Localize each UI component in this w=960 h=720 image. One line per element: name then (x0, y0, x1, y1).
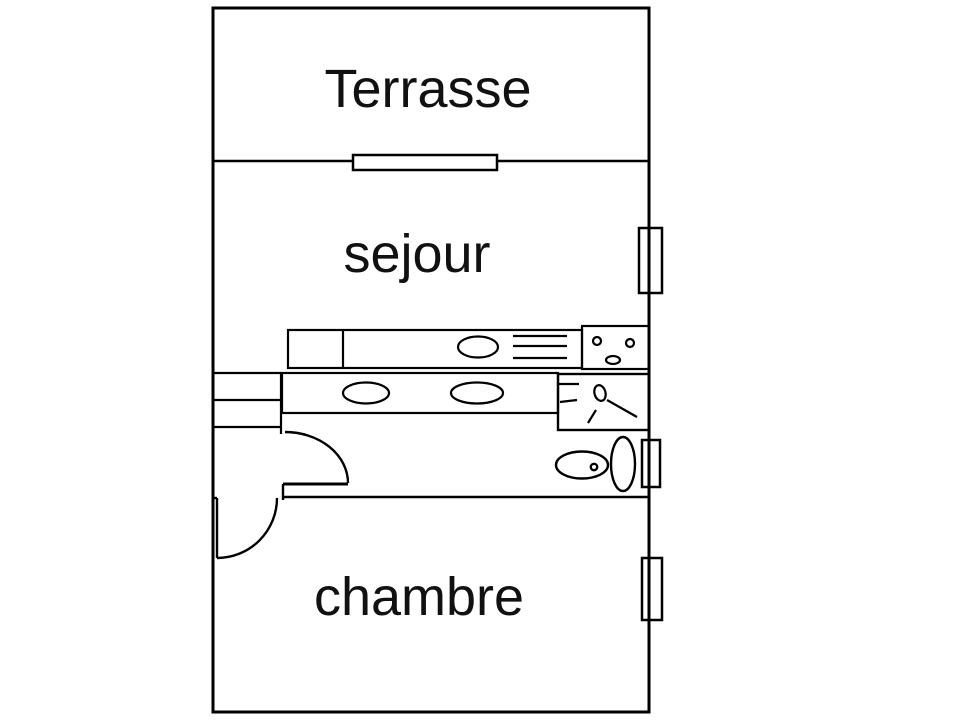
wc-window-icon (640, 438, 662, 489)
kitchen-grill-icon (513, 334, 567, 360)
kitchen-sink-icon (456, 335, 500, 359)
closet-shelves-icon (213, 371, 283, 434)
terrace-door-icon (351, 153, 499, 172)
shower-enclosure (556, 372, 651, 432)
room-label-terrasse: Terrasse (324, 59, 532, 119)
room-label-sejour: sejour (343, 224, 491, 284)
toilet-icon (554, 435, 637, 493)
chambre-window-icon (640, 556, 664, 622)
washbasin-right-icon (449, 381, 505, 405)
washbasin-left-icon (341, 381, 391, 405)
shower-head-icon (558, 382, 638, 424)
hall-door-icon (281, 430, 350, 500)
bathroom-vanity (280, 371, 560, 415)
kitchen-hob-burners-icon (591, 335, 636, 366)
room-label-chambre: chambre (313, 567, 525, 627)
chambre-door-icon (213, 496, 279, 560)
sejour-window-icon (637, 226, 664, 295)
kitchen-hob-unit (580, 324, 651, 371)
